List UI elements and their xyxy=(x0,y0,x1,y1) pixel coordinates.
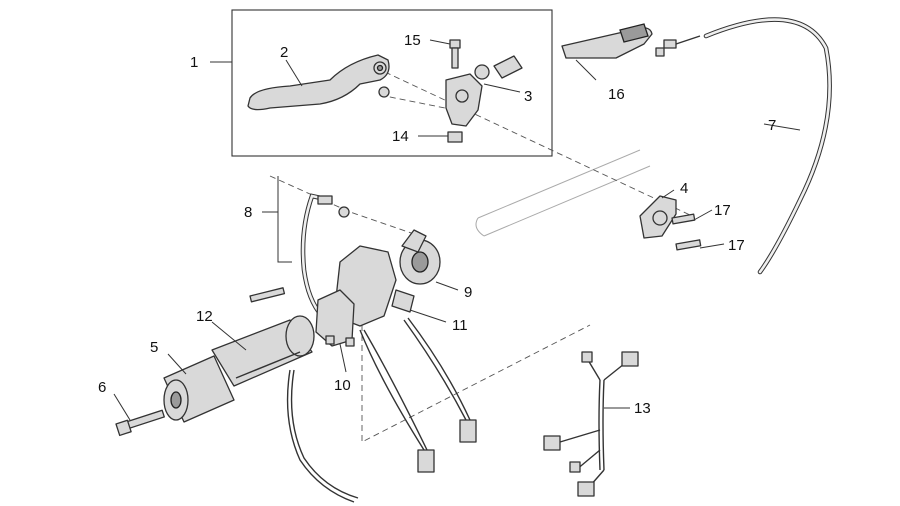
lever-assembly-frame xyxy=(231,9,553,157)
callout-1: 1 xyxy=(190,54,198,71)
lever-cover xyxy=(561,23,653,59)
handlebar-clamp xyxy=(639,195,677,239)
pivot-bolt xyxy=(449,39,461,69)
clutch-lever xyxy=(247,54,390,111)
callout-4: 4 xyxy=(680,180,688,197)
alignment-lines xyxy=(269,71,691,443)
callout-8: 8 xyxy=(244,204,252,221)
callout-16: 16 xyxy=(608,86,625,103)
callout-6: 6 xyxy=(98,379,106,396)
callout-3: 3 xyxy=(524,88,532,105)
grip-wire xyxy=(286,369,359,503)
callout-10: 10 xyxy=(334,377,351,394)
callout-15: 15 xyxy=(404,32,421,49)
wiring-harness xyxy=(543,351,639,497)
callout-13: 13 xyxy=(634,400,651,417)
bracket-nut xyxy=(378,86,463,143)
switch-housing-lower xyxy=(315,289,355,347)
bar-end-weight xyxy=(163,355,235,423)
throttle-grip xyxy=(211,315,315,387)
clamp-screw-upper xyxy=(671,213,696,225)
leader-lines xyxy=(113,39,801,421)
housing-screw xyxy=(249,287,286,303)
switch-wires xyxy=(359,317,477,473)
callout-7: 7 xyxy=(768,117,776,134)
callout-2: 2 xyxy=(280,44,288,61)
handlebar-tube-outline xyxy=(475,149,651,237)
callout-17-upper: 17 xyxy=(714,202,731,219)
lever-bracket xyxy=(445,55,523,127)
callout-5: 5 xyxy=(150,339,158,356)
clamp-screw-lower xyxy=(675,239,702,251)
callout-11: 11 xyxy=(452,317,468,334)
bar-end-screw xyxy=(115,409,165,437)
throttle-cable xyxy=(300,193,350,319)
callout-9: 9 xyxy=(464,284,472,301)
callout-12: 12 xyxy=(196,308,213,325)
callout-17-lower: 17 xyxy=(728,237,745,254)
throttle-pulley xyxy=(399,229,441,285)
callout-14: 14 xyxy=(392,128,409,145)
control-cable xyxy=(655,17,832,275)
